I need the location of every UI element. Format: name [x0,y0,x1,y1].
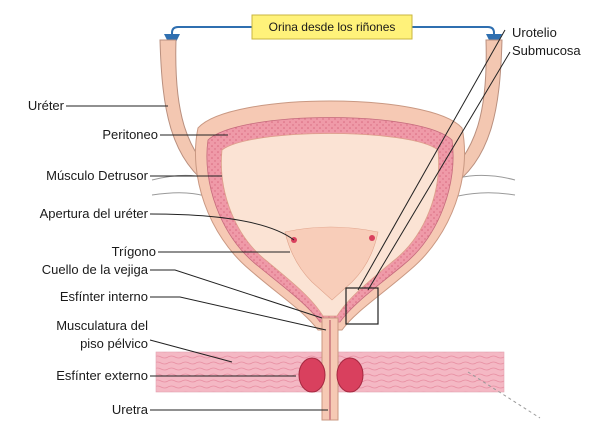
label-apertura: Apertura del uréter [40,206,149,221]
tissue-line-left-2 [152,193,205,196]
urine-arrow-right [412,27,494,42]
label-urotelio: Urotelio [512,25,557,40]
label-musculatura-line1: Musculatura del [56,318,148,333]
label-musculatura-line2: piso pélvico [80,336,148,351]
label-cuello: Cuello de la vejiga [42,262,149,277]
label-submucosa: Submucosa [512,43,581,58]
external-sphincter-left [299,358,325,392]
ureter-opening-right [369,235,375,241]
external-sphincter-right [337,358,363,392]
urine-arrow-left [172,27,252,42]
label-esfinter-externo: Esfínter externo [56,368,148,383]
label-detrusor: Músculo Detrusor [46,168,149,183]
tissue-line-right [458,175,515,180]
label-ureter: Uréter [28,98,65,113]
label-trigono: Trígono [112,244,156,259]
tissue-line-right-2 [458,193,515,196]
urine-banner-text: Orina desde los riñones [269,20,396,34]
label-esfinter-interno: Esfínter interno [60,289,148,304]
label-uretra: Uretra [112,402,149,417]
label-peritoneo: Peritoneo [102,127,158,142]
